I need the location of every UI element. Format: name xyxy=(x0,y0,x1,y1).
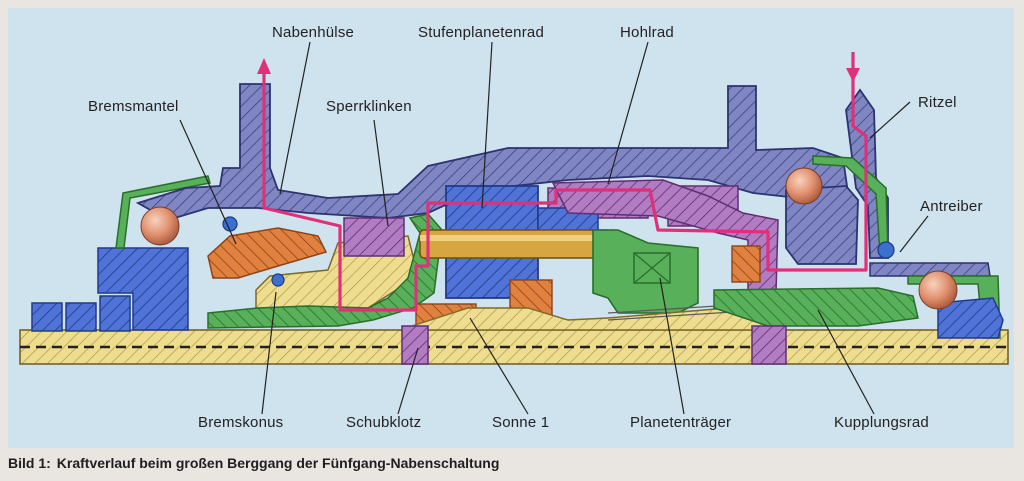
push-block xyxy=(401,325,429,365)
brake-arm-lever xyxy=(115,175,211,249)
label-bremsmantel: Bremsmantel xyxy=(88,98,179,115)
label-schubklotz: Schubklotz xyxy=(346,414,422,431)
bearing-balls xyxy=(140,167,958,310)
planet-pin xyxy=(419,229,621,259)
force-path xyxy=(257,52,868,312)
label-planetentraeger: Planetenträger xyxy=(630,414,732,431)
caption-number: Bild 1: xyxy=(8,455,51,471)
brake-jacket xyxy=(207,227,328,279)
caption-text: Kraftverlauf beim großen Berggang der Fü… xyxy=(56,455,500,471)
leader-lines xyxy=(179,41,929,415)
green-parts-left xyxy=(207,213,443,329)
label-ritzel: Ritzel xyxy=(918,94,957,111)
axle xyxy=(19,329,1009,365)
label-sperrklinken: Sperrklinken xyxy=(326,98,412,115)
label-hohlrad: Hohlrad xyxy=(620,24,674,41)
diagram-svg xyxy=(19,41,1009,415)
planet-carrier xyxy=(592,229,699,314)
push-block-right xyxy=(751,325,787,365)
label-stufenplanetenrad: Stufenplanetenrad xyxy=(418,24,545,41)
label-kupplungsrad: Kupplungsrad xyxy=(834,414,929,431)
label-bremskonus: Bremskonus xyxy=(198,414,284,431)
label-nabenhuelse: Nabenhülse xyxy=(272,24,355,41)
force-arrow-out-icon xyxy=(257,58,271,74)
hub-cross-section-figure: Nabenhülse Stufenplanetenrad Hohlrad Bre… xyxy=(8,8,1014,448)
right-cone xyxy=(937,297,1004,339)
force-arrow-in-icon xyxy=(846,68,860,82)
clutch-wheel xyxy=(713,287,919,327)
left-cone-and-nuts xyxy=(31,247,189,332)
label-sonne1: Sonne 1 xyxy=(492,414,550,431)
label-antreiber: Antreiber xyxy=(920,198,983,215)
hub-shell xyxy=(135,83,859,265)
figure-caption: Bild 1: Kraftverlauf beim großen Berggang… xyxy=(8,455,499,471)
